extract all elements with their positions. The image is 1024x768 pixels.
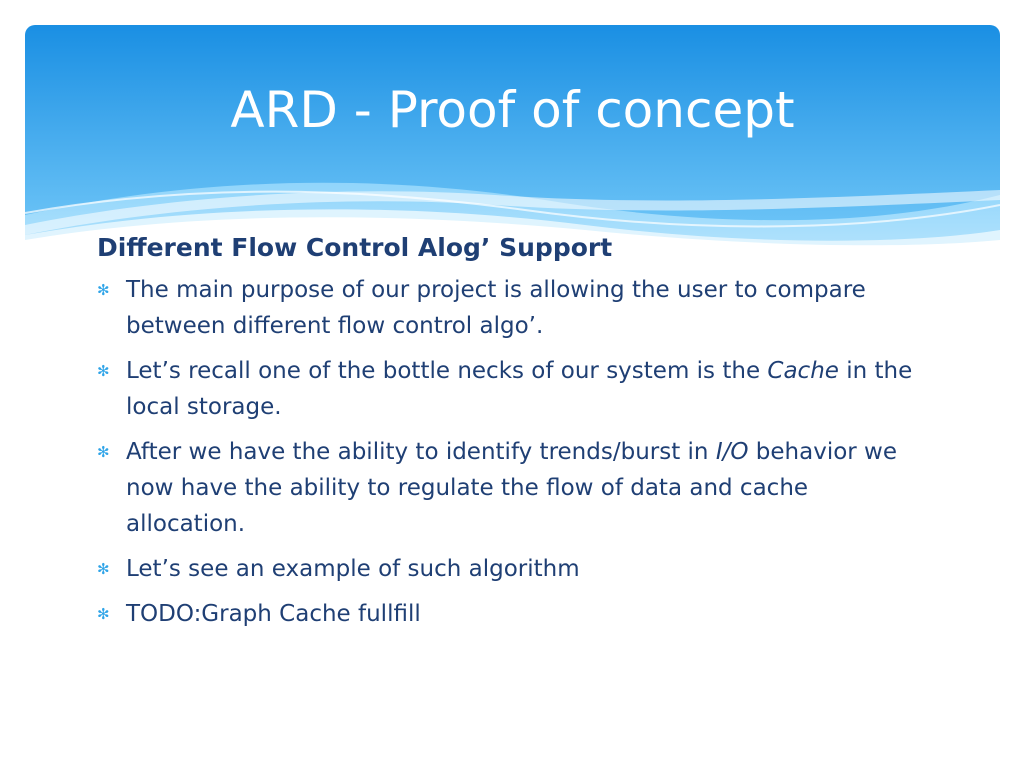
bullet-list: ✻ The main purpose of our project is all…: [97, 272, 927, 632]
bullet-text: in the local storage.: [126, 358, 913, 420]
bullet-item: ✻ Let’s recall one of the bottle necks o…: [97, 353, 916, 425]
header-wave-graphic: [25, 25, 1000, 275]
bullet-text: Let’s recall one of the bottle necks of …: [126, 358, 768, 384]
asterisk-bullet-icon: ✻: [97, 605, 110, 623]
header-banner: [25, 25, 1000, 275]
section-heading: Different Flow Control Alog’ Support: [97, 233, 613, 262]
bullet-text: TODO:Graph Cache fullfill: [126, 601, 421, 627]
bullet-item: ✻ After we have the ability to identify …: [97, 434, 916, 542]
asterisk-bullet-icon: ✻: [97, 443, 110, 461]
asterisk-bullet-icon: ✻: [97, 362, 110, 380]
bullet-text-italic: Cache: [767, 358, 839, 384]
bullet-text: The main purpose of our project is allow…: [126, 277, 866, 339]
asterisk-bullet-icon: ✻: [97, 281, 110, 299]
bullet-item: ✻ Let’s see an example of such algorithm: [97, 551, 916, 587]
bullet-text: Let’s see an example of such algorithm: [126, 556, 580, 582]
slide-content: Different Flow Control Alog’ Support ✻ T…: [97, 228, 927, 641]
bullet-item: ✻ The main purpose of our project is all…: [97, 272, 916, 344]
slide-title: ARD - Proof of concept: [230, 81, 795, 139]
bullet-text: behavior we now have the ability to regu…: [126, 439, 898, 537]
bullet-text: After we have the ability to identify tr…: [126, 439, 716, 465]
asterisk-bullet-icon: ✻: [97, 560, 110, 578]
bullet-text-italic: I/O: [715, 439, 749, 465]
bullet-item: ✻ TODO:Graph Cache fullfill: [97, 596, 916, 632]
